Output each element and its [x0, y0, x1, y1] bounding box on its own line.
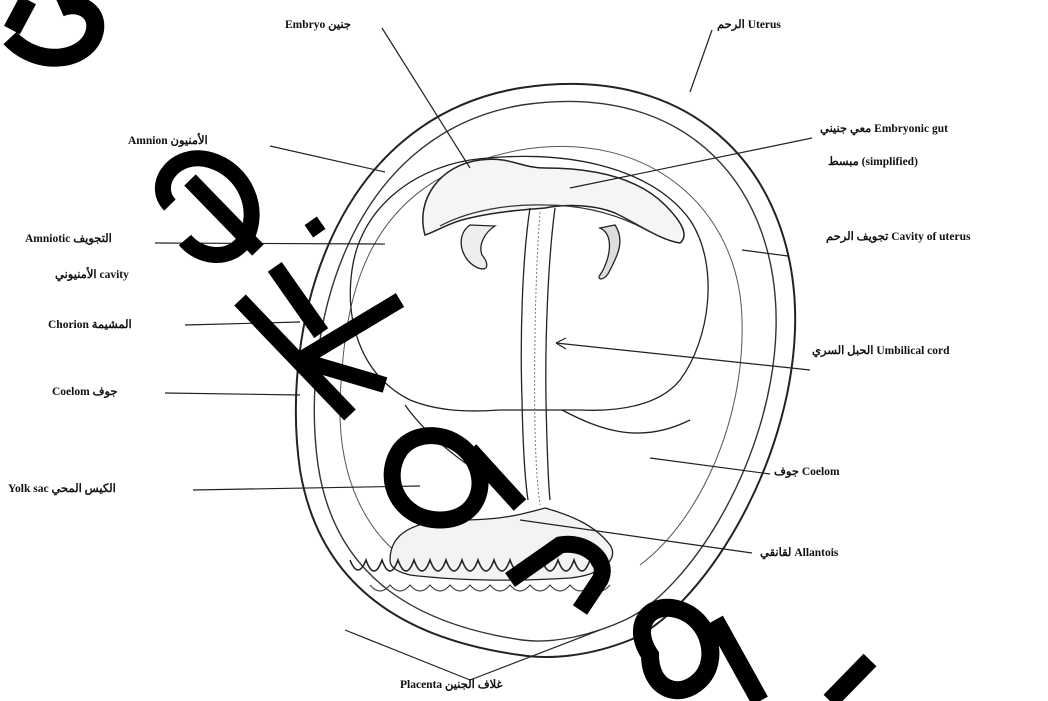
label-placenta: غلاف الجنين Placenta [400, 678, 503, 692]
label-umbilical-cord: Umbilical cord الحبل السري [812, 344, 950, 358]
label-uterus: Uterus الرحم [717, 18, 781, 32]
leader-lines [155, 28, 812, 680]
umbilical-cord-right [546, 208, 555, 500]
watermark-letter-b [10, 0, 95, 58]
watermark-letter-e [163, 158, 258, 255]
label-amniotic-cavity-line2: cavity الأمنيوني [55, 268, 129, 282]
limb-bud-right [599, 225, 620, 279]
label-allantois: Allantois لقانقي [760, 546, 838, 560]
umbilical-cord-core [535, 212, 540, 505]
label-coelom-left: جوف Coelom [52, 385, 118, 399]
label-amnion: الأمنيون Amnion [128, 134, 208, 148]
label-coelom-right: Coelom جوف [774, 465, 840, 479]
label-embryonic-gut-line2: (simplified) مبسط [828, 155, 918, 169]
label-cavity-of-uterus: Cavity of uterus تجويف الرحم [826, 230, 970, 244]
watermark-letter-i-end [830, 660, 870, 701]
label-chorion: المشيمة Chorion [48, 318, 132, 332]
limb-bud-left [461, 225, 495, 269]
label-amniotic-cavity-line1: التجويف Amniotic [25, 232, 112, 246]
watermark-letter-i-stem [269, 263, 328, 338]
label-yolk-sac: الكيس المحي Yolk sac [8, 482, 116, 496]
embryo-body [423, 159, 684, 243]
watermark-letter-i-dot [305, 217, 324, 236]
label-embryo: جنين Embryo [285, 18, 351, 32]
watermark-letter-a [392, 436, 520, 520]
placenta-villi-inner [370, 585, 610, 591]
watermark [10, 0, 870, 701]
label-embryonic-gut-line1: Embryonic gut معي جنيني [820, 122, 948, 136]
umbilical-cord-left [521, 208, 530, 500]
